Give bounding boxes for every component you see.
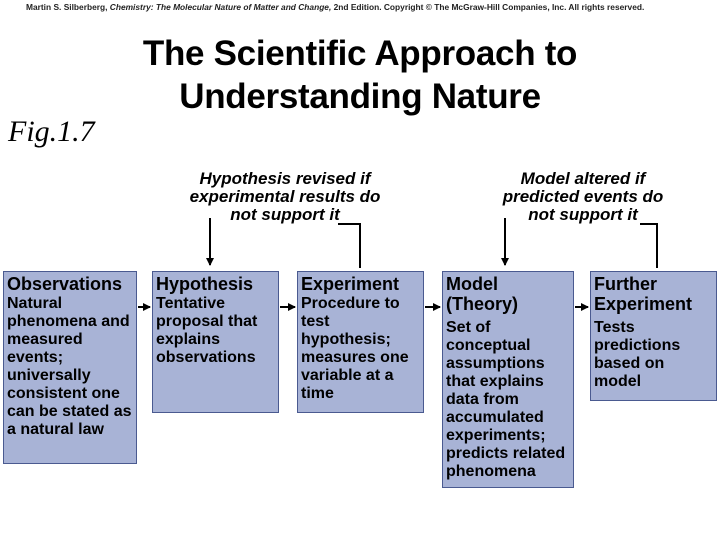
step-observations: Observations Natural phenomena and measu… [3, 271, 137, 464]
step-description: Tentative proposal that explains observa… [156, 295, 258, 366]
step-further-experiment: Further Experiment Tests predictions bas… [590, 271, 717, 401]
step-description: Set of conceptual assumptions that expla… [446, 319, 566, 480]
step-heading: Further Experiment [594, 274, 693, 314]
feedback-line-experiment [338, 223, 361, 268]
copyright-edition: 2nd Edition. [333, 2, 382, 12]
step-description: Tests predictions based on model [594, 319, 681, 390]
hypothesis-revision-note: Hypothesis revised if experimental resul… [165, 170, 405, 224]
step-hypothesis: Hypothesis Tentative proposal that expla… [152, 271, 279, 413]
title-line-2: Understanding Nature [179, 77, 541, 116]
title-line-1: The Scientific Approach to [142, 34, 578, 73]
copyright-rights: Copyright © The McGraw-Hill Companies, I… [383, 2, 645, 12]
feedback-line-further-experiment [640, 223, 658, 268]
step-experiment: Experiment Procedure to test hypothesis;… [297, 271, 424, 413]
step-heading: Observations [7, 274, 123, 294]
note-line: predicted events do [502, 187, 664, 206]
note-line: experimental results do [189, 187, 381, 206]
copyright-author: Martin S. Silberberg, [26, 2, 108, 12]
step-heading: Experiment [301, 274, 400, 294]
note-line: not support it [528, 205, 638, 224]
copyright-line: Martin S. Silberberg, Chemistry: The Mol… [26, 2, 716, 12]
note-line: not support it [230, 205, 340, 224]
step-model-theory: Model (Theory) Set of conceptual assumpt… [442, 271, 574, 488]
note-line: Model altered if [520, 169, 646, 188]
figure-label: Fig.1.7 [8, 115, 95, 148]
step-heading: Model (Theory) [446, 274, 518, 314]
step-description: Natural phenomena and measured events; u… [7, 295, 132, 438]
step-heading: Hypothesis [156, 274, 254, 294]
model-alteration-note: Model altered if predicted events do not… [478, 170, 688, 224]
step-description: Procedure to test hypothesis; measures o… [301, 295, 409, 402]
note-line: Hypothesis revised if [199, 169, 371, 188]
copyright-book: Chemistry: The Molecular Nature of Matte… [109, 2, 332, 12]
